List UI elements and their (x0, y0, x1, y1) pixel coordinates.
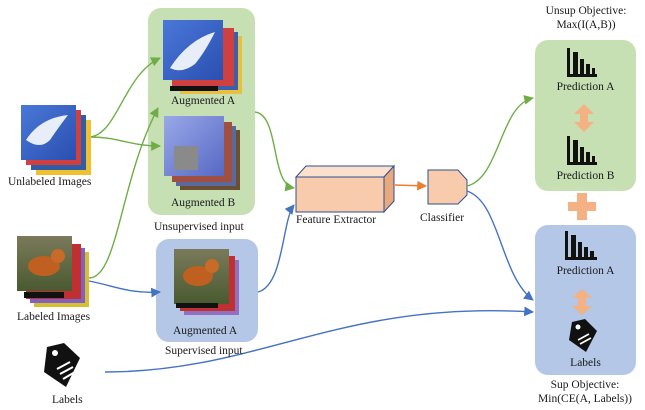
arrow-unlabeled-to-aug-b (90, 136, 161, 151)
dog-shape (28, 256, 60, 276)
arrow-unlabeled-to-aug-a (90, 57, 161, 138)
classifier-block (427, 169, 468, 205)
unsup-objective-title: Unsup Objective: (545, 5, 627, 17)
unsupervised-input-caption: Unsupervised input (154, 221, 244, 233)
aug-b-unsup-stack (164, 116, 240, 190)
arrow-extractor-to-classifier (394, 180, 427, 191)
unlabeled-images-label: Unlabeled Images (8, 176, 92, 188)
plus-icon (568, 193, 596, 220)
aug-a-unsup-label: Augmented A (171, 95, 236, 107)
double-arrow-icon (572, 289, 592, 315)
sup-objective-formula: Min(CE(A, Labels)) (538, 393, 632, 405)
arrow-classifier-to-unsup-objective (466, 95, 534, 187)
labeled-images-label: Labeled Images (17, 311, 91, 323)
sup-prediction-a-label: Prediction A (556, 265, 615, 277)
feature-extractor-block (294, 164, 396, 214)
chart-icon (567, 48, 597, 77)
tag-icon (44, 343, 80, 387)
aug-a-unsup-stack (163, 20, 242, 94)
sup-labels-label: Labels (570, 357, 601, 369)
aug-b-unsup-label: Augmented B (171, 197, 236, 209)
aug-a-sup-stack (174, 249, 239, 315)
chart-icon (565, 231, 597, 260)
double-arrow-icon (574, 104, 594, 132)
labeled-image-stack (17, 236, 89, 307)
dolphin-shape (26, 115, 68, 145)
arrow-unsup-to-extractor (254, 111, 295, 192)
labels-input-label: Labels (52, 394, 83, 406)
arrow-labeled-to-unsup (88, 107, 159, 279)
arrow-labeled-to-sup (88, 280, 161, 298)
prediction-a-label: Prediction A (556, 81, 615, 93)
unsup-objective-formula: Max(I(A,B)) (556, 19, 616, 31)
feature-extractor-label: Feature Extractor (296, 214, 377, 226)
classifier-label: Classifier (420, 212, 465, 224)
supervised-input-caption: Supervised input (165, 345, 243, 357)
prediction-b-label: Prediction B (556, 170, 615, 182)
unlabeled-image-stack (21, 105, 91, 175)
arrow-sup-to-extractor (257, 204, 295, 293)
tag-icon (569, 319, 597, 352)
chart-icon (567, 136, 597, 165)
aug-a-sup-label: Augmented A (173, 325, 238, 337)
arrow-classifier-to-sup-objective (466, 190, 534, 301)
sup-objective-title: Sup Objective: (550, 379, 620, 391)
arrow-labels-to-sup-objective (104, 306, 534, 373)
